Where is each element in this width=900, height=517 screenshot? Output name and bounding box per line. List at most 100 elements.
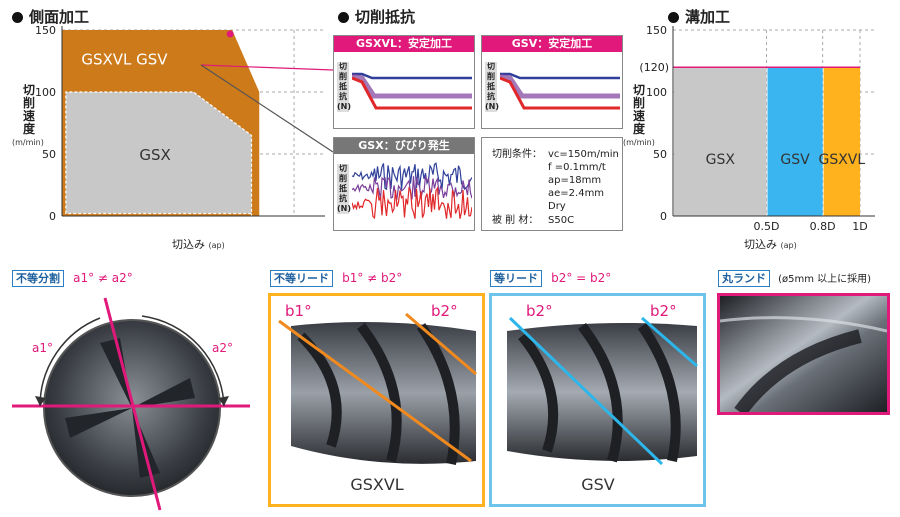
flute-2: [132, 378, 195, 408]
land-edge: [734, 329, 862, 412]
side-xtick: 2D: [209, 220, 224, 222]
chatter-trace: [352, 162, 472, 191]
trace-red: [352, 76, 472, 110]
gsx-area: [65, 91, 253, 216]
label-b2: b2°: [431, 302, 458, 320]
side-ytick: 150: [35, 24, 56, 37]
side-xunit: (ap): [208, 241, 225, 250]
flute-4: [65, 408, 132, 438]
groove-ytick: 150: [646, 24, 667, 37]
conditions-box: 切削条件： vc=150m/min f =0.1mm/t ap=18mm ae=…: [481, 137, 623, 231]
workpiece-value: S50C: [548, 215, 575, 226]
panel-axis-unit: (N): [337, 102, 352, 111]
label-a2: a2°: [212, 341, 233, 355]
side-ytick: 100: [35, 86, 56, 99]
side-section-title: 側面加工: [12, 6, 89, 27]
force-plot-gsv: [500, 72, 620, 110]
bullet-icon: [668, 12, 679, 23]
trace-blue: [352, 72, 472, 80]
panel-gsv-header: GSV：安定加工: [482, 36, 622, 52]
groove-bar-gsv: [767, 67, 823, 216]
panel-axis-text: 切削抵抗: [339, 62, 347, 101]
tag-equal-lead: 等リード: [490, 270, 542, 287]
chatter-trace: [352, 186, 472, 220]
panel-gsx-header: GSX：びびり発生: [334, 138, 474, 154]
label-a1: a1°: [32, 341, 53, 355]
force-section-title: 切削抵抗: [338, 6, 415, 27]
feature-equal-lead: 等リード b2° = b2°: [490, 267, 612, 287]
chatter-trace: [352, 176, 472, 201]
groove-xunit: (ap): [780, 241, 797, 250]
round-land-photo-frame: [717, 293, 890, 415]
endmill-cross-section: a1° a2°: [12, 297, 250, 511]
connector-pink: [200, 64, 334, 71]
side-ytick: 50: [42, 148, 56, 161]
lead-line-b2-right: [641, 316, 698, 368]
groove-yunit: (m/min): [623, 138, 655, 147]
endmill-rim: [43, 319, 221, 497]
tag-unequal-division: 不等分割: [12, 270, 64, 287]
cond-vc: vc=150m/min: [548, 149, 619, 160]
cond-f: f =0.1mm/t: [548, 162, 606, 173]
groove-bar-label: GSV: [780, 152, 810, 168]
panel-gsxvl-header: GSXVL：安定加工: [334, 36, 474, 52]
force-panel-gsv: GSV：安定加工 切削抵抗(N): [481, 35, 623, 129]
side-title-text: 側面加工: [29, 8, 90, 26]
panel-axis-text: 切削抵抗: [339, 164, 347, 203]
groove-xtick: 1D: [852, 220, 867, 232]
flute-line: [518, 332, 559, 453]
cond-ap: ap=18mm: [548, 175, 602, 186]
division-line-angled: [103, 297, 162, 511]
flute-line: [357, 322, 402, 463]
round-land-image: [720, 296, 887, 412]
flute-line: [637, 323, 681, 463]
groove-ytick: 0: [660, 210, 667, 223]
lead-line-b2: [405, 312, 477, 376]
groove-title-text: 溝加工: [685, 8, 731, 26]
tag-round-land: 丸ランド: [718, 270, 770, 287]
panel-axis-unit: (N): [485, 102, 500, 111]
flute-1: [100, 338, 132, 408]
cond-dry: Dry: [548, 201, 566, 212]
label-b1: b1°: [285, 302, 312, 320]
formula-equal-lead: b2° = b2°: [551, 271, 612, 285]
force-panel-gsxvl: GSXVL：安定加工 切削抵抗(N): [333, 35, 475, 129]
groove-ytick-extra: (120): [640, 61, 669, 74]
side-xtick: 1D: [132, 220, 147, 222]
gsxvl-tool-image: b1° b2° GSXVL: [278, 302, 477, 494]
feature-round-land: 丸ランド (ø5mm 以上に採用): [718, 267, 872, 287]
tag-unequal-lead: 不等リード: [270, 270, 333, 287]
gsv-tool-image: b2° b2° GSV: [507, 302, 698, 494]
cond-label: 切削条件：: [492, 149, 542, 160]
groove-ylabel: 切削速度: [632, 83, 645, 136]
arc-a1: [39, 317, 101, 407]
groove-section-title: 溝加工: [668, 6, 730, 27]
label-b2-right: b2°: [650, 302, 677, 320]
side-xlabel: 切込み (ap): [172, 236, 225, 252]
gsv-photo-frame: b2° b2° GSV: [489, 293, 706, 507]
caption-gsv: GSV: [581, 475, 615, 494]
groove-xlabel-text: 切込み: [744, 238, 777, 251]
workpiece-label: 被 削 材：: [492, 215, 539, 226]
formula-unequal-division: a1° ≠ a2°: [73, 271, 133, 285]
groove-xlabel: 切込み (ap): [744, 236, 797, 252]
trace-purple: [500, 73, 620, 99]
trace-red: [500, 76, 620, 110]
force-title-text: 切削抵抗: [355, 8, 416, 26]
round-land-note: (ø5mm 以上に採用): [778, 274, 872, 285]
gsxvl-photo-frame: b1° b2° GSXVL: [268, 293, 485, 507]
force-plot-gsx: [352, 162, 472, 220]
lead-line-b1: [278, 319, 472, 463]
groove-xtick: 0.5D: [754, 220, 780, 232]
side-ytick: 0: [49, 210, 56, 222]
groove-bar-label: GSXVL: [818, 152, 865, 168]
caption-gsxvl: GSXVL: [350, 475, 403, 494]
force-plot-gsxvl: [352, 72, 472, 110]
groove-ytick: 100: [646, 86, 667, 99]
groove-bar-gsx: [674, 67, 767, 216]
connector-gray: [200, 64, 334, 153]
arc-a2: [141, 315, 225, 407]
